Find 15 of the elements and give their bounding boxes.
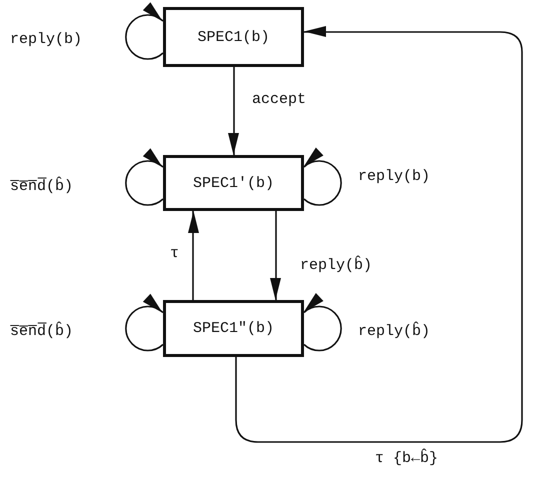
self-loop-arrow xyxy=(125,149,164,206)
transition-arrow xyxy=(188,211,199,300)
self-loop-arrow xyxy=(303,294,342,352)
self-loop-arrow xyxy=(125,294,164,352)
transition-arrow xyxy=(228,67,239,155)
state-box xyxy=(163,7,304,67)
state-name: SPEC1"(b) xyxy=(192,320,274,337)
self-loop-arrow xyxy=(303,148,342,206)
state-name: SPEC1'(b) xyxy=(192,174,274,192)
transition-arrow xyxy=(270,211,281,300)
self-loop-arrow xyxy=(125,3,164,60)
state-name: SPEC1(b) xyxy=(197,28,270,46)
transition-arrow xyxy=(235,26,523,443)
state-box xyxy=(163,300,304,357)
state-box xyxy=(163,155,304,211)
